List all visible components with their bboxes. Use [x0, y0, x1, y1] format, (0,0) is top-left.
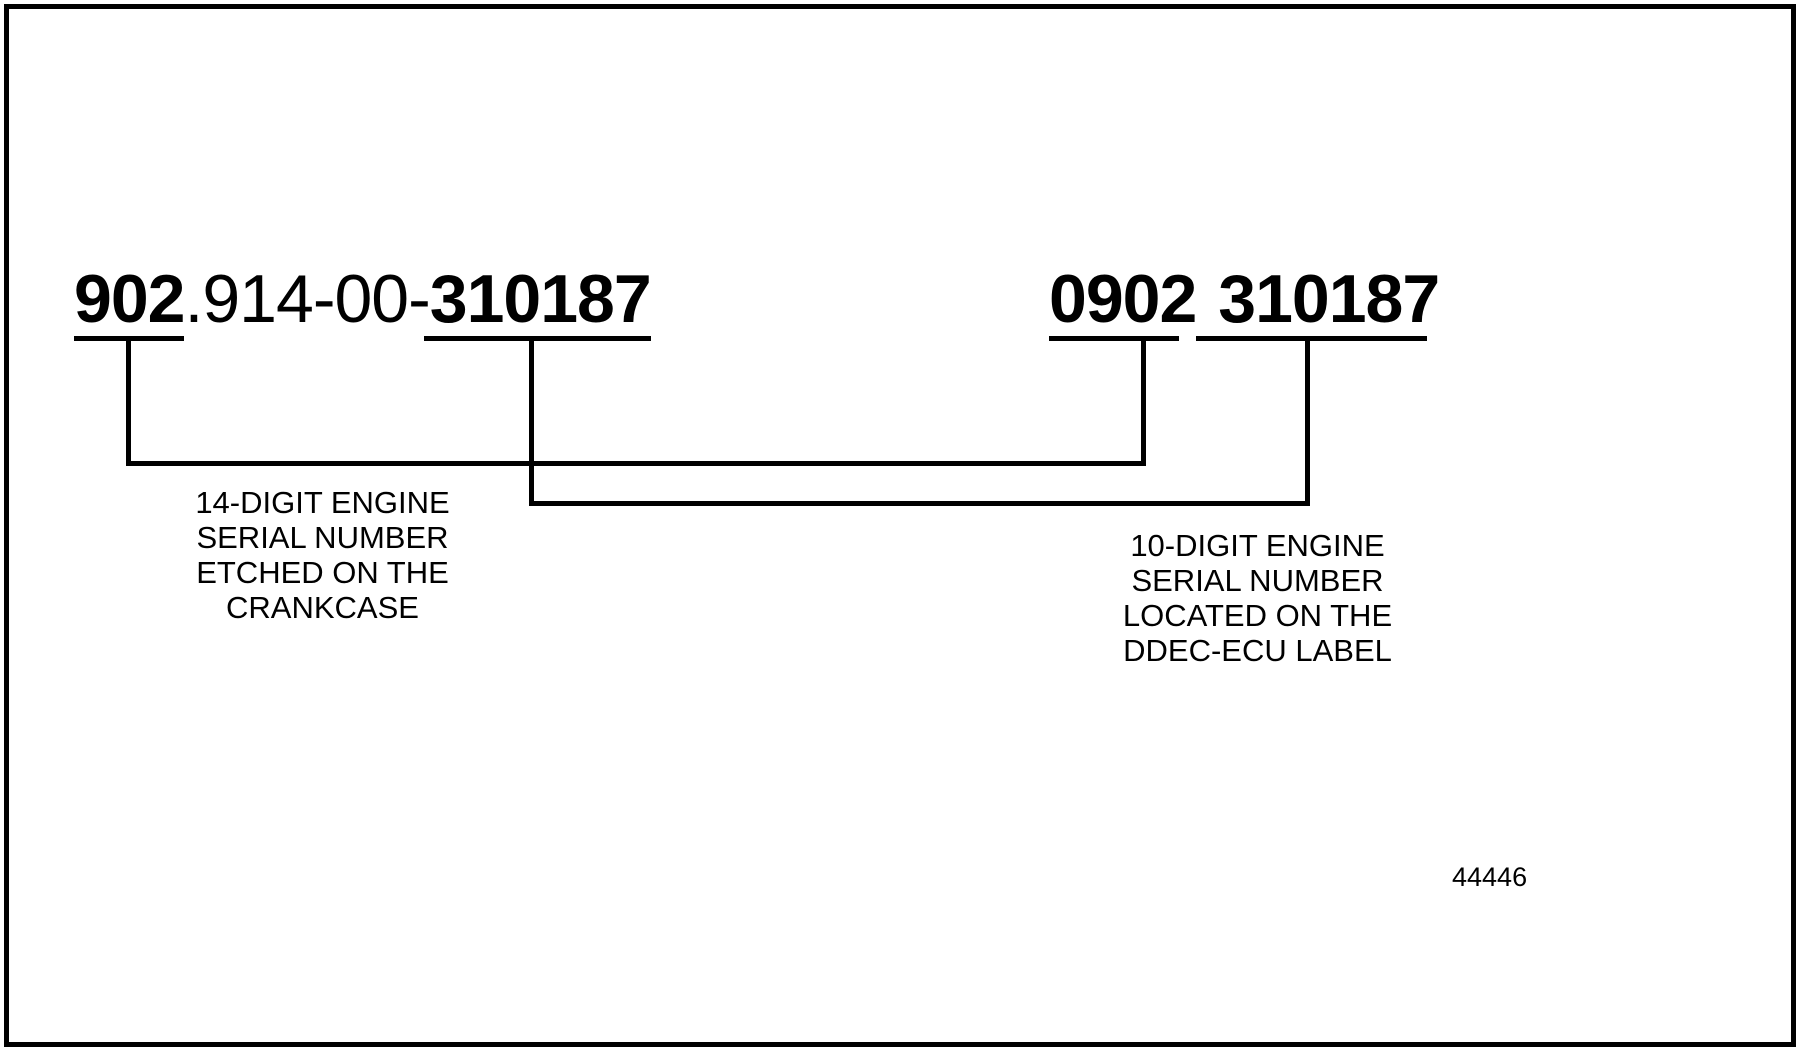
figure-border [4, 4, 1796, 1047]
right-serial-first-group: 0902 [1049, 261, 1197, 337]
leader-line-0902-vertical [1141, 336, 1146, 466]
left-serial-regular-middle: .914-00- [184, 261, 430, 337]
left-caption-line-4: CRANKCASE [226, 590, 419, 625]
leader-line-310187-connector-horizontal [529, 501, 1310, 506]
underline-bar-right-310187 [1196, 336, 1427, 341]
right-caption-line-1: 10-DIGIT ENGINE [1130, 528, 1385, 563]
left-serial-bold-prefix: 902 [74, 261, 185, 337]
left-caption-line-2: SERIAL NUMBER [196, 520, 449, 555]
left-serial-bold-suffix: 310187 [429, 261, 652, 337]
right-serial-second-group: 310187 [1218, 261, 1440, 337]
leader-line-left-310187-vertical [529, 336, 534, 506]
leader-line-902-to-0902-horizontal [126, 461, 1146, 466]
right-caption-line-2: SERIAL NUMBER [1131, 563, 1384, 598]
underline-bar-left-310187 [424, 336, 651, 341]
left-caption-line-1: 14-DIGIT ENGINE [195, 485, 450, 520]
left-caption-line-3: ETCHED ON THE [196, 555, 449, 590]
right-caption-line-3: LOCATED ON THE [1122, 598, 1393, 633]
figure-reference-number: 44446 [1452, 862, 1528, 892]
right-caption: 10-DIGIT ENGINE SERIAL NUMBER LOCATED ON… [1085, 528, 1430, 668]
left-caption: 14-DIGIT ENGINE SERIAL NUMBER ETCHED ON … [150, 485, 495, 625]
right-caption-line-4: DDEC-ECU LABEL [1123, 633, 1392, 668]
left-serial-number: 902.914-00-310187 [74, 265, 652, 333]
underline-bar-0902 [1049, 336, 1179, 341]
leader-line-902-vertical [126, 336, 131, 466]
leader-line-right-310187-vertical [1305, 336, 1310, 506]
